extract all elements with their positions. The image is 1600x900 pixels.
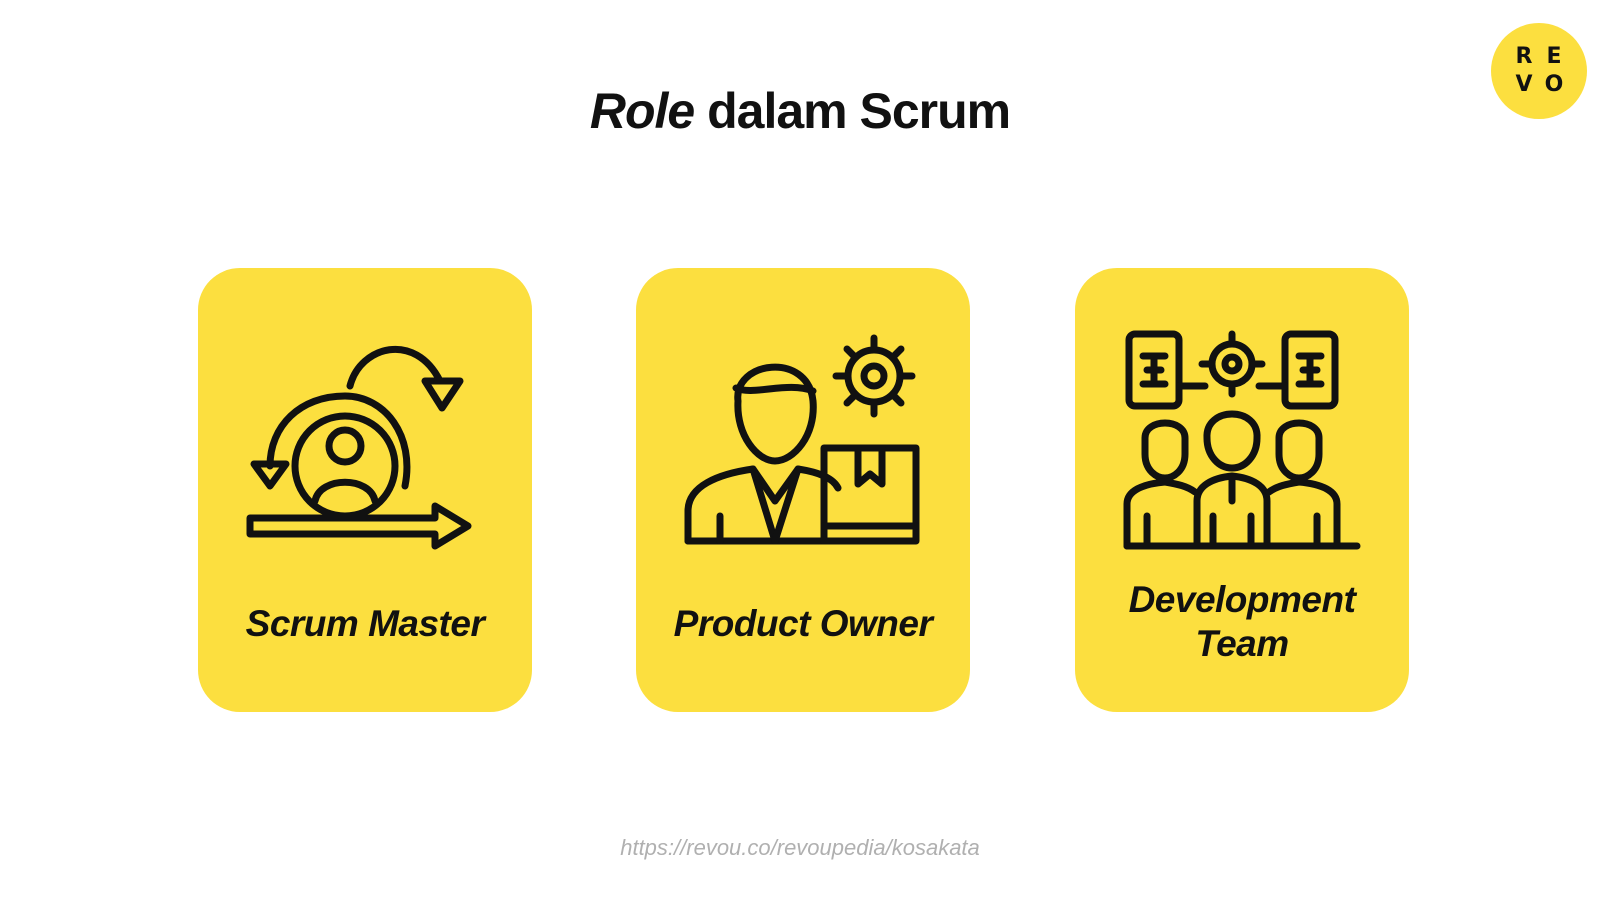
title-italic: Role (589, 83, 695, 139)
revou-logo: R E V O (1491, 23, 1587, 119)
logo-letter: O (1544, 72, 1564, 97)
logo-letter: V (1515, 72, 1533, 97)
title-rest: dalam Scrum (694, 83, 1011, 139)
role-card-development-team: Development Team (1075, 268, 1409, 712)
role-label: Development Team (1128, 579, 1356, 664)
source-url[interactable]: https://revou.co/revoupedia/kosakata (620, 835, 980, 860)
role-card-product-owner: Product Owner (636, 268, 970, 712)
role-label: Product Owner (673, 603, 933, 644)
logo-letter: E (1546, 44, 1562, 69)
logo-letter: R (1515, 44, 1533, 69)
page-title: Role dalam Scrum (0, 82, 1600, 140)
product-owner-icon (684, 334, 920, 545)
role-label: Scrum Master (245, 603, 485, 644)
scrum-cycle-icon (246, 345, 472, 550)
role-card-scrum-master: Scrum Master (198, 268, 532, 712)
development-team-icon (1123, 330, 1361, 550)
